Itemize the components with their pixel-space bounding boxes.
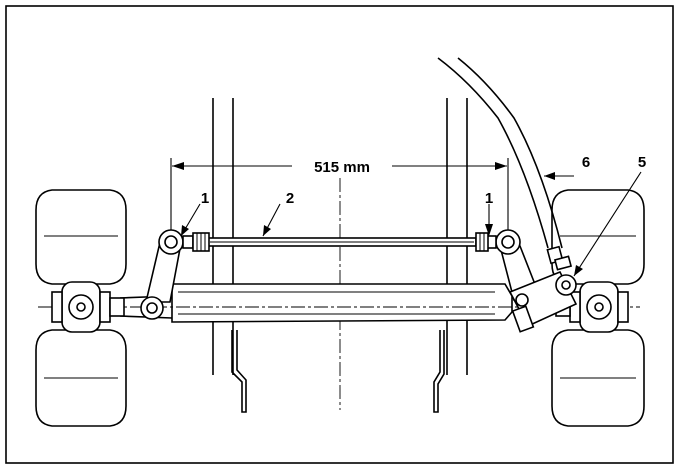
callout-2: 2 <box>286 190 294 207</box>
left-wheel <box>35 189 127 427</box>
callout-5: 5 <box>638 154 646 171</box>
front-axle <box>119 283 513 323</box>
left-bracket <box>231 330 247 413</box>
dimension-515 <box>170 158 509 230</box>
tie-rod <box>158 229 521 255</box>
steering-cable <box>437 57 577 296</box>
callout-leaders <box>180 171 642 277</box>
callout-1-right: 1 <box>485 190 493 207</box>
right-bracket <box>433 330 445 413</box>
callout-6: 6 <box>582 154 590 171</box>
figure-frame <box>5 5 674 464</box>
dimension-label: 515 mm <box>314 159 370 176</box>
frame-rails <box>212 98 468 375</box>
callout-1-left: 1 <box>201 190 209 207</box>
